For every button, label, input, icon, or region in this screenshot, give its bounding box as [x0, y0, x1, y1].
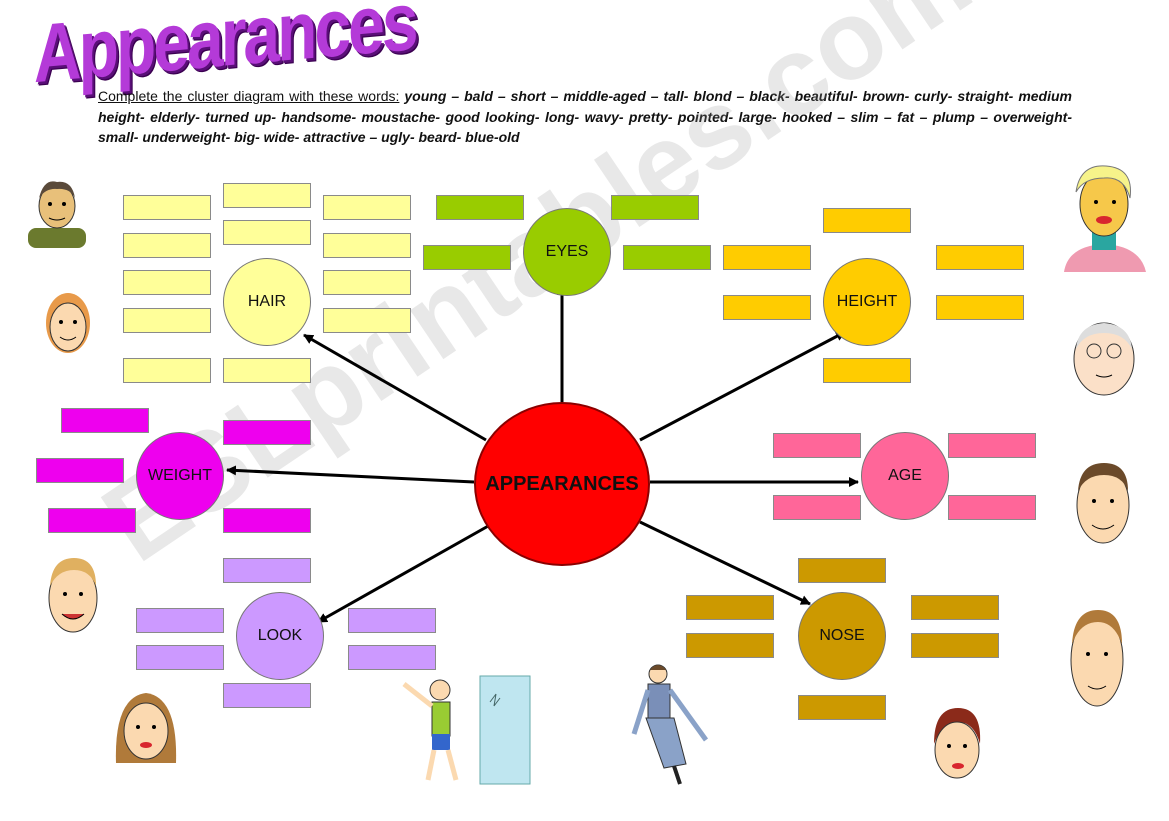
- hair-answer-box[interactable]: [223, 358, 311, 383]
- weight-answer-box[interactable]: [223, 420, 311, 445]
- nose-answer-box[interactable]: [798, 558, 886, 583]
- weight-answer-box[interactable]: [223, 508, 311, 533]
- hair-answer-box[interactable]: [123, 233, 211, 258]
- age-answer-box[interactable]: [773, 433, 861, 458]
- arrow-nose: [639, 520, 811, 606]
- instructions: Complete the cluster diagram with these …: [98, 86, 1072, 148]
- eyes-answer-box[interactable]: [423, 245, 511, 270]
- look-answer-box[interactable]: [223, 558, 311, 583]
- old-man-face-illustration: [1073, 322, 1135, 396]
- age-answer-box[interactable]: [948, 495, 1036, 520]
- height-node: HEIGHT: [823, 258, 911, 346]
- look-answer-box[interactable]: [136, 608, 224, 633]
- age-answer-box[interactable]: [773, 495, 861, 520]
- hair-answer-box[interactable]: [323, 233, 411, 258]
- hair-answer-box[interactable]: [323, 308, 411, 333]
- look-answer-box[interactable]: [348, 645, 436, 670]
- hair-answer-box[interactable]: [223, 183, 311, 208]
- arrow-look: [317, 523, 491, 624]
- eyes-node: EYES: [523, 208, 611, 296]
- look-answer-box[interactable]: [348, 608, 436, 633]
- woman-face-illustration: [46, 293, 90, 353]
- woman-sitting-illustration: [631, 664, 709, 785]
- man-face-illustration: [1070, 610, 1124, 707]
- man-face-illustration: [28, 181, 86, 248]
- nose-node: NOSE: [798, 592, 886, 680]
- arrow-weight: [226, 465, 475, 484]
- hair-node: HAIR: [223, 258, 311, 346]
- center-node: APPEARANCES: [474, 402, 650, 566]
- word-list: young – bald – short – middle-aged – tal…: [98, 88, 1072, 145]
- weight-answer-box[interactable]: [48, 508, 136, 533]
- blond-woman-face-illustration: [1064, 165, 1146, 272]
- weight-answer-box[interactable]: [61, 408, 149, 433]
- hair-answer-box[interactable]: [223, 220, 311, 245]
- age-answer-box[interactable]: [948, 433, 1036, 458]
- boy-mirror-illustration: [402, 675, 531, 785]
- nose-answer-box[interactable]: [686, 595, 774, 620]
- look-answer-box[interactable]: [223, 683, 311, 708]
- height-answer-box[interactable]: [823, 358, 911, 383]
- hair-answer-box[interactable]: [123, 358, 211, 383]
- height-answer-box[interactable]: [936, 295, 1024, 320]
- height-answer-box[interactable]: [936, 245, 1024, 270]
- man-face-illustration: [1076, 463, 1130, 544]
- eyes-answer-box[interactable]: [623, 245, 711, 270]
- instructions-lead: Complete the cluster diagram with these …: [98, 88, 400, 104]
- hair-answer-box[interactable]: [323, 270, 411, 295]
- hair-answer-box[interactable]: [123, 270, 211, 295]
- height-answer-box[interactable]: [823, 208, 911, 233]
- nose-answer-box[interactable]: [686, 633, 774, 658]
- arrow-height: [639, 330, 846, 442]
- height-answer-box[interactable]: [723, 245, 811, 270]
- nose-answer-box[interactable]: [911, 633, 999, 658]
- woman-face-illustration: [934, 708, 981, 779]
- look-node: LOOK: [236, 592, 324, 680]
- boy-face-illustration: [48, 558, 98, 633]
- woman-face-illustration: [115, 693, 177, 763]
- nose-answer-box[interactable]: [798, 695, 886, 720]
- hair-answer-box[interactable]: [123, 308, 211, 333]
- weight-node: WEIGHT: [136, 432, 224, 520]
- arrow-hair: [303, 333, 487, 442]
- weight-answer-box[interactable]: [36, 458, 124, 483]
- hair-answer-box[interactable]: [323, 195, 411, 220]
- nose-answer-box[interactable]: [911, 595, 999, 620]
- eyes-answer-box[interactable]: [611, 195, 699, 220]
- eyes-answer-box[interactable]: [436, 195, 524, 220]
- height-answer-box[interactable]: [723, 295, 811, 320]
- hair-answer-box[interactable]: [123, 195, 211, 220]
- age-node: AGE: [861, 432, 949, 520]
- look-answer-box[interactable]: [136, 645, 224, 670]
